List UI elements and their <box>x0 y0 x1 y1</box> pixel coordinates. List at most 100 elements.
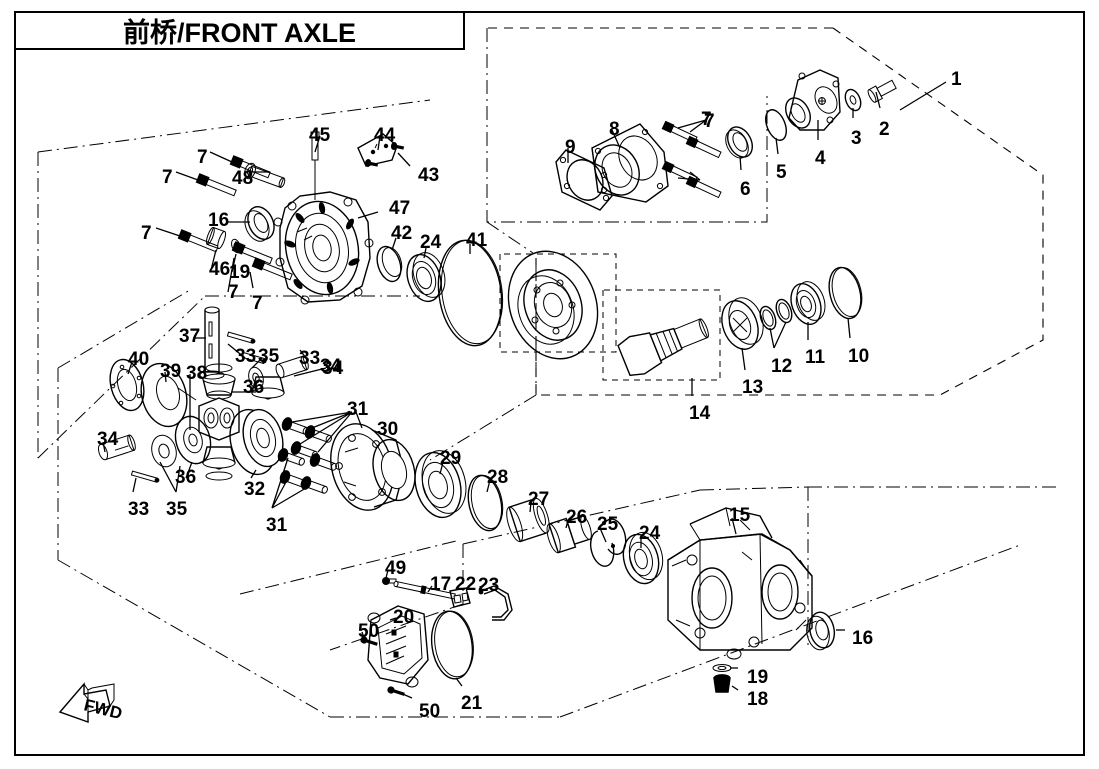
callout-number-36: 36 <box>243 377 265 398</box>
ring-gear <box>507 250 599 360</box>
cover-assembly-group <box>177 131 504 347</box>
part-36-side-gear-right <box>251 376 285 400</box>
part-11-ball-bearing <box>790 281 826 326</box>
part-12-shims <box>759 298 793 331</box>
callout-number-42: 42 <box>391 223 413 244</box>
callout-number-47: 47 <box>389 198 411 219</box>
ring-gear-pinion-group <box>507 250 863 377</box>
callout-number-11: 11 <box>805 347 826 368</box>
part-50-screws <box>360 636 405 696</box>
differential-group <box>97 306 467 519</box>
part-38-spider <box>198 397 240 441</box>
callout-number-15: 15 <box>729 505 751 526</box>
callout-number-37: 37 <box>179 326 201 347</box>
callout-number-33: 33 <box>235 346 257 367</box>
part-31-bolts <box>277 417 337 494</box>
callout-number-21: 21 <box>461 693 483 714</box>
leader-lines <box>102 81 947 699</box>
part-39-clutch-gear <box>140 362 197 428</box>
callout-number-46: 46 <box>209 259 231 280</box>
part-41-o-ring <box>437 239 504 347</box>
callout-number-34c: 34 <box>322 358 344 379</box>
part-29-taper-bearing <box>414 450 467 519</box>
part-27-dog-clutch <box>506 497 550 543</box>
part-20-actuator <box>367 605 429 688</box>
callout-number-31: 31 <box>347 399 369 420</box>
part-14-drive-pinion <box>617 318 709 377</box>
part-8-hub-carrier <box>591 123 669 203</box>
callout-number-7e: 7 <box>252 293 263 314</box>
part-16-oil-seal-housing <box>806 611 836 651</box>
part-46-bushing <box>205 226 227 250</box>
callout-number-5: 5 <box>776 162 787 183</box>
callout-number-34b: 34 <box>97 429 119 450</box>
callout-number-36b: 36 <box>175 467 197 488</box>
callout-number-16: 16 <box>852 628 874 649</box>
part-36-side-gear-upper <box>202 372 236 400</box>
part-5-o-ring <box>765 109 787 141</box>
callout-number-8: 8 <box>609 119 620 140</box>
callout-number-23: 23 <box>478 575 500 596</box>
part-19-sealing-washer <box>712 664 732 672</box>
part-13-taper-bearing <box>721 297 764 350</box>
part-33-pins <box>130 331 267 483</box>
fwd-arrow-icon: FWD <box>58 682 124 723</box>
part-10-o-ring <box>828 266 863 320</box>
callout-number-7g: 7 <box>701 109 712 130</box>
callout-number-16b: 16 <box>208 210 230 231</box>
callout-number-7f: 7 <box>228 282 239 303</box>
part-6-oil-seal <box>725 126 753 159</box>
callout-number-10: 10 <box>848 346 870 367</box>
callout-number-28: 28 <box>487 467 509 488</box>
callout-number-12: 12 <box>771 356 793 377</box>
callout-number-24: 24 <box>639 523 661 544</box>
part-19-washer-cover <box>231 238 241 254</box>
actuator-group <box>360 577 513 696</box>
hub-assembly-group <box>555 69 897 211</box>
callout-number-9: 9 <box>565 137 576 158</box>
callout-number-3: 3 <box>851 128 862 149</box>
part-7-bolts-hub <box>661 120 722 199</box>
callout-number-44: 44 <box>374 125 396 146</box>
callout-number-24b: 24 <box>420 232 442 253</box>
part-21-o-ring <box>430 610 474 680</box>
callout-number-45: 45 <box>309 125 331 146</box>
callout-number-34: 34 <box>320 356 342 377</box>
callout-number-31b: 31 <box>266 515 288 536</box>
part-15-axle-housing <box>667 507 813 660</box>
part-25-circlip <box>589 518 627 567</box>
part-22-slider-block <box>449 587 471 608</box>
callout-number-35b: 35 <box>166 499 188 520</box>
part-36-side-gear-lower <box>202 446 236 481</box>
part-26-coupling-sleeve <box>546 515 592 554</box>
callout-number-7b: 7 <box>197 147 208 168</box>
callout-number-4: 4 <box>815 148 826 169</box>
callout-number-32: 32 <box>244 479 266 500</box>
part-32-differential-gear <box>229 408 284 476</box>
part-34-pin-shafts <box>97 355 309 461</box>
callout-number-6: 6 <box>740 179 751 200</box>
housing-group <box>467 474 836 693</box>
callout-number-19b: 19 <box>229 262 251 283</box>
callout-number-17: 17 <box>430 574 452 595</box>
callout-number-49: 49 <box>385 558 407 579</box>
part-18-drain-plug <box>713 674 731 693</box>
callout-number-7d: 7 <box>141 223 152 244</box>
callout-number-33b: 33 <box>128 499 150 520</box>
callout-number-29: 29 <box>440 448 462 469</box>
part-24-ball-bearing <box>622 531 664 585</box>
group-boundaries <box>37 27 1060 718</box>
callout-number-35: 35 <box>258 346 280 367</box>
callout-number-1: 1 <box>951 69 962 90</box>
callout-number-7: 7 <box>704 111 715 132</box>
callout-number-19: 19 <box>747 667 769 688</box>
callout-number-39: 39 <box>160 361 182 382</box>
callout-number-48: 48 <box>232 168 254 189</box>
callout-number-40: 40 <box>128 349 150 370</box>
part-43-screws <box>364 142 405 167</box>
part-4-wheel-hub <box>785 69 841 131</box>
callout-number-18: 18 <box>747 689 769 710</box>
callout-number-25: 25 <box>597 514 619 535</box>
